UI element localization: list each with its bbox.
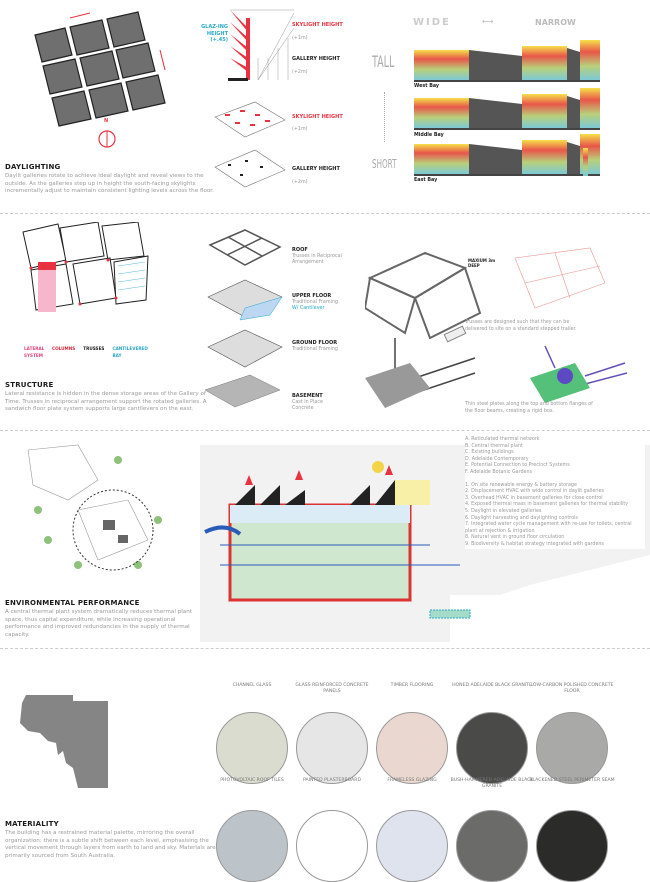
gallery-height-label: GALLERY HEIGHT <box>292 56 340 62</box>
legend-item: 7. Integrated water cycle management wit… <box>465 522 632 534</box>
tall-short-arrow-icon <box>384 92 385 142</box>
legend-columns: COLUMNS <box>52 346 76 351</box>
section-divider <box>0 648 650 649</box>
layer-sub: Trusses in Reciprocal Arrangement <box>292 253 342 265</box>
legend-trusses: TRUSSES <box>83 346 105 351</box>
tall-label: TALL <box>372 52 395 71</box>
material-swatch <box>376 712 448 784</box>
legend-item: F. Adelaide Botanic Gardens <box>465 469 533 475</box>
legend-item: 2. Displacement HVAC with wide control i… <box>465 489 605 495</box>
bay-label-middle: Middle Bay <box>414 133 444 138</box>
legend-item: D. Adelaide Contemporary <box>465 456 529 462</box>
legend-item: 1. On site renewable energy & battery st… <box>465 482 577 488</box>
material-swatch <box>296 810 368 882</box>
material-swatch <box>536 810 608 882</box>
legend-item: E. Potential Connection to Precinct Syst… <box>465 463 570 469</box>
layer-title: BASEMENT <box>292 393 323 399</box>
legend-item: 5. Daylight in elevated galleries <box>465 508 542 514</box>
material-swatch <box>456 712 528 784</box>
skylight-height-label-2: SKYLIGHT HEIGHT <box>292 114 343 120</box>
material-label: BLACKENED STEEL PERIMETER SEAM <box>529 778 615 783</box>
site-plan-diagram <box>27 444 162 571</box>
wide-narrow-arrow-icon: ⟷ <box>482 17 494 26</box>
legend-cantilevered-bay: CANTILEVERED BAY <box>112 346 148 358</box>
section-title-structure: STRUCTURE <box>5 381 54 389</box>
material-label: HONED ADELAIDE BLACK GRANITE <box>452 683 532 688</box>
materiality-description: The building has a restrained material p… <box>5 830 216 859</box>
legend-item: A. Reticulated thermal network <box>465 437 540 442</box>
section-title-materiality: MATERIALITY <box>5 820 59 828</box>
layer-title: GROUND FLOOR <box>292 340 338 346</box>
narrow-label: NARROW <box>535 18 576 27</box>
structure-plan-diagram <box>22 222 149 312</box>
layer-sub: Traditional Framing <box>292 346 338 352</box>
material-swatch <box>376 810 448 882</box>
exploded-structure-axonometric <box>204 229 283 408</box>
layer-sub: Cast In Place Concrete <box>292 399 323 411</box>
material-label: PAINTED PLASTERBOARD <box>303 778 361 783</box>
layer-sub: Traditional Framing <box>292 299 338 305</box>
material-label: LOW-CARBON POLISHED CONCRETE FLOOR <box>530 683 614 694</box>
section-divider <box>0 213 650 214</box>
gallery-plan-rotated <box>34 11 166 127</box>
short-label: SHORT <box>372 157 397 171</box>
wide-label: WIDE <box>413 17 451 28</box>
section-title-daylighting: DAYLIGHTING <box>5 163 61 171</box>
material-label: BUSH-HAMMERED ADELAIDE BLACK GRANITE <box>450 778 534 789</box>
north-label: N <box>104 118 109 124</box>
legend-item: 8. Natural vent in ground floor circulat… <box>465 535 565 541</box>
south-australia-map <box>20 695 108 788</box>
gallery-height-label-2: GALLERY HEIGHT <box>292 166 340 172</box>
legend-item: B. Central thermal plant <box>465 443 523 449</box>
skylight-height-sub-2: (+1m) <box>292 127 308 132</box>
material-label: PHOTOVOLTAIC ROOF TILES <box>220 778 284 783</box>
skylight-section-diagram <box>228 9 295 81</box>
material-swatch <box>536 712 608 784</box>
legend-item: C. Existing buildings <box>465 450 514 456</box>
material-swatch <box>456 810 528 882</box>
material-label: CHANNEL GLASS <box>232 683 272 688</box>
daylight-heatmaps <box>414 40 600 176</box>
max-depth-label: MAXIUM 3m DEEP <box>468 258 496 268</box>
layer-title: ROOF <box>292 247 308 253</box>
material-label: GLASS REINFORCED CONCRETE PANELS <box>295 683 369 694</box>
skylight-gallery-axonometric <box>214 101 286 188</box>
layer-extra: W/ Cantilever <box>292 305 325 311</box>
bay-label-east: East Bay <box>414 178 438 183</box>
structure-plan-legend: LATERAL SYSTEM COLUMNS TRUSSES CANTILEVE… <box>24 346 148 359</box>
material-swatch <box>216 712 288 784</box>
plate-note: Thin steel plates along the top and bott… <box>465 402 593 414</box>
gallery-height-sub-2: (+2m) <box>292 180 308 185</box>
glazing-height-label: GLAZ-ING HEIGHT (+.45) <box>201 24 228 43</box>
legend-item: 6. Daylight harvesting and daylighting c… <box>465 515 578 521</box>
north-compass-icon <box>98 130 116 148</box>
gallery-height-sub: (+2m) <box>292 70 308 75</box>
legend-lateral-system: LATERAL SYSTEM <box>24 346 45 358</box>
material-label: FRAMELESS GLAZING <box>387 778 437 783</box>
skylight-height-label: SKYLIGHT HEIGHT <box>292 22 343 28</box>
material-swatch <box>216 810 288 882</box>
legend-item: 3. Overhead HVAC in basement galleries f… <box>465 495 603 501</box>
legend-item: 9. Biodiversity & habitat strategy integ… <box>465 541 604 547</box>
material-label: TIMBER FLOORING <box>390 683 434 688</box>
section-divider <box>0 430 650 431</box>
section-drawing-graphic <box>204 461 650 642</box>
legend-item: 4. Exposed thermal mass in basement gall… <box>465 502 629 508</box>
layer-title: UPPER FLOOR <box>292 293 332 299</box>
truss-detail-diagrams <box>365 247 628 408</box>
daylighting-description: Daylit galleries rotate to achieve ideal… <box>5 173 214 195</box>
environmental-description: A central thermal plant system dramatica… <box>5 609 192 638</box>
structure-description: Lateral resistance is hidden in the dens… <box>5 391 207 413</box>
skylight-height-sub: (+1m) <box>292 36 308 41</box>
material-swatch <box>296 712 368 784</box>
bay-label-west: West Bay <box>414 84 440 89</box>
truss-note: Trusses are designed such that they can … <box>465 320 577 332</box>
heatmap-color-scale <box>583 148 588 176</box>
section-title-environmental: ENVIRONMENTAL PERFORMANCE <box>5 599 140 607</box>
